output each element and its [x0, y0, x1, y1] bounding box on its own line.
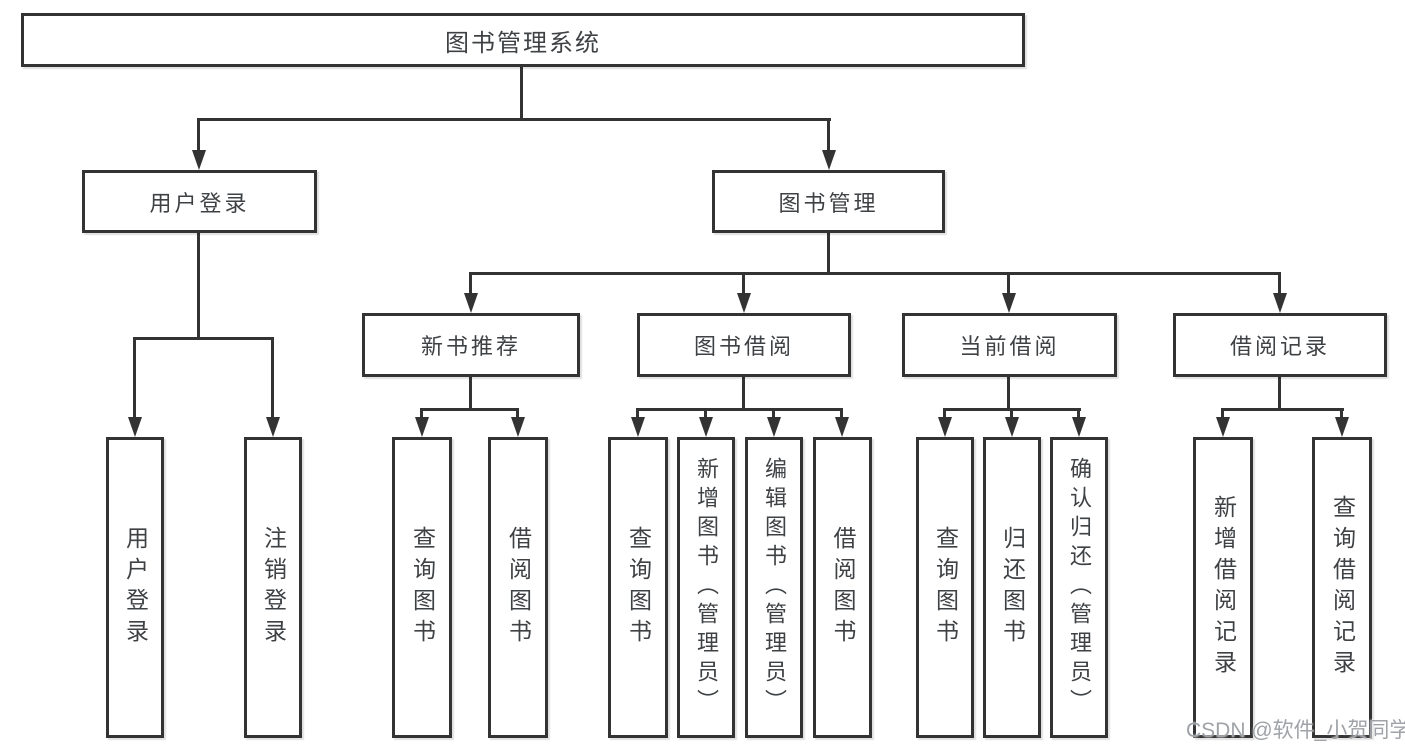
connector-level3-bus: [469, 272, 1281, 275]
node-library-system-label: 图书管理系统: [445, 29, 601, 57]
leaf-return-book: 归还图书: [983, 437, 1041, 738]
leaf-edit-book-admin-label: 编辑图书（管理员）: [762, 457, 787, 718]
node-user-login-label: 用户登录: [149, 190, 250, 216]
arrow-down-icon: [1010, 408, 1013, 417]
connector-root-stem: [520, 67, 523, 121]
connector-level2-bus: [197, 118, 831, 121]
leaf-borrow-book: 借阅图书: [813, 437, 872, 738]
leaf-borrow-book-label: 借阅图书: [830, 525, 856, 650]
node-book-management-label: 图书管理: [778, 190, 879, 216]
leaf-query-book-recommend-label: 查询图书: [409, 525, 436, 650]
connector-records-stem: [1278, 376, 1281, 411]
connector-login-bus: [133, 337, 274, 340]
csdn-watermark: CSDN @软件_小贺同学: [1186, 719, 1405, 742]
node-book-management: 图书管理: [712, 170, 945, 233]
leaf-confirm-return-admin-label: 确认归还（管理员）: [1067, 457, 1092, 718]
arrow-down-icon: [827, 118, 830, 150]
leaf-logout-label: 注销登录: [260, 525, 287, 650]
node-book-borrow-label: 图书借阅: [693, 334, 794, 359]
arrow-down-icon: [1007, 272, 1010, 293]
arrow-down-icon: [271, 337, 274, 417]
arrow-down-icon: [516, 408, 519, 417]
leaf-query-book-borrow-label: 查询图书: [625, 525, 652, 650]
leaf-user-login-label: 用户登录: [122, 525, 149, 650]
arrow-down-icon: [1077, 408, 1080, 417]
leaf-user-login: 用户登录: [106, 437, 164, 738]
arrow-down-icon: [469, 272, 472, 293]
arrow-down-icon: [636, 408, 639, 417]
connector-recommend-bus: [420, 408, 519, 411]
leaf-query-borrow-record-label: 查询借阅记录: [1329, 494, 1356, 681]
arrow-down-icon: [1340, 408, 1343, 417]
leaf-query-book-borrow: 查询图书: [608, 437, 668, 738]
leaf-query-book-recommend: 查询图书: [392, 437, 452, 738]
leaf-query-borrow-record: 查询借阅记录: [1312, 437, 1372, 738]
arrow-down-icon: [197, 118, 200, 150]
arrow-down-icon: [943, 408, 946, 417]
leaf-logout: 注销登录: [244, 437, 302, 738]
leaf-borrow-book-recommend-label: 借阅图书: [505, 525, 532, 650]
node-current-borrow: 当前借阅: [902, 313, 1117, 377]
node-borrow-records: 借阅记录: [1173, 313, 1387, 377]
leaf-confirm-return-admin: 确认归还（管理员）: [1050, 437, 1108, 738]
connector-borrow-stem: [742, 376, 745, 411]
arrow-down-icon: [133, 337, 136, 417]
node-new-book-recommend-label: 新书推荐: [420, 334, 521, 359]
connector-borrow-bus: [636, 408, 843, 411]
connector-current-stem: [1007, 376, 1010, 411]
leaf-query-book-current: 查询图书: [916, 437, 974, 738]
leaf-borrow-book-recommend: 借阅图书: [488, 437, 548, 738]
node-current-borrow-label: 当前借阅: [959, 334, 1060, 359]
node-borrow-records-label: 借阅记录: [1229, 334, 1330, 359]
leaf-add-borrow-record: 新增借阅记录: [1193, 437, 1253, 738]
node-library-system: 图书管理系统: [21, 13, 1025, 67]
leaf-query-book-current-label: 查询图书: [932, 525, 959, 650]
arrow-down-icon: [742, 272, 745, 293]
leaf-edit-book-admin: 编辑图书（管理员）: [745, 437, 803, 738]
arrow-down-icon: [420, 408, 423, 417]
arrow-down-icon: [772, 408, 775, 417]
node-book-borrow: 图书借阅: [637, 313, 851, 377]
leaf-return-book-label: 归还图书: [999, 525, 1026, 650]
arrow-down-icon: [1278, 272, 1281, 293]
connector-login-stem: [197, 232, 200, 340]
node-new-book-recommend: 新书推荐: [362, 313, 580, 377]
leaf-add-borrow-record-label: 新增借阅记录: [1210, 494, 1237, 681]
leaf-add-book-admin: 新增图书（管理员）: [677, 437, 735, 738]
arrow-down-icon: [1221, 408, 1224, 417]
connector-recommend-stem: [469, 376, 472, 411]
connector-records-bus: [1221, 408, 1344, 411]
arrow-down-icon: [704, 408, 707, 417]
arrow-down-icon: [840, 408, 843, 417]
node-user-login: 用户登录: [82, 170, 317, 233]
connector-mgmt-stem: [827, 232, 830, 275]
leaf-add-book-admin-label: 新增图书（管理员）: [694, 457, 719, 718]
